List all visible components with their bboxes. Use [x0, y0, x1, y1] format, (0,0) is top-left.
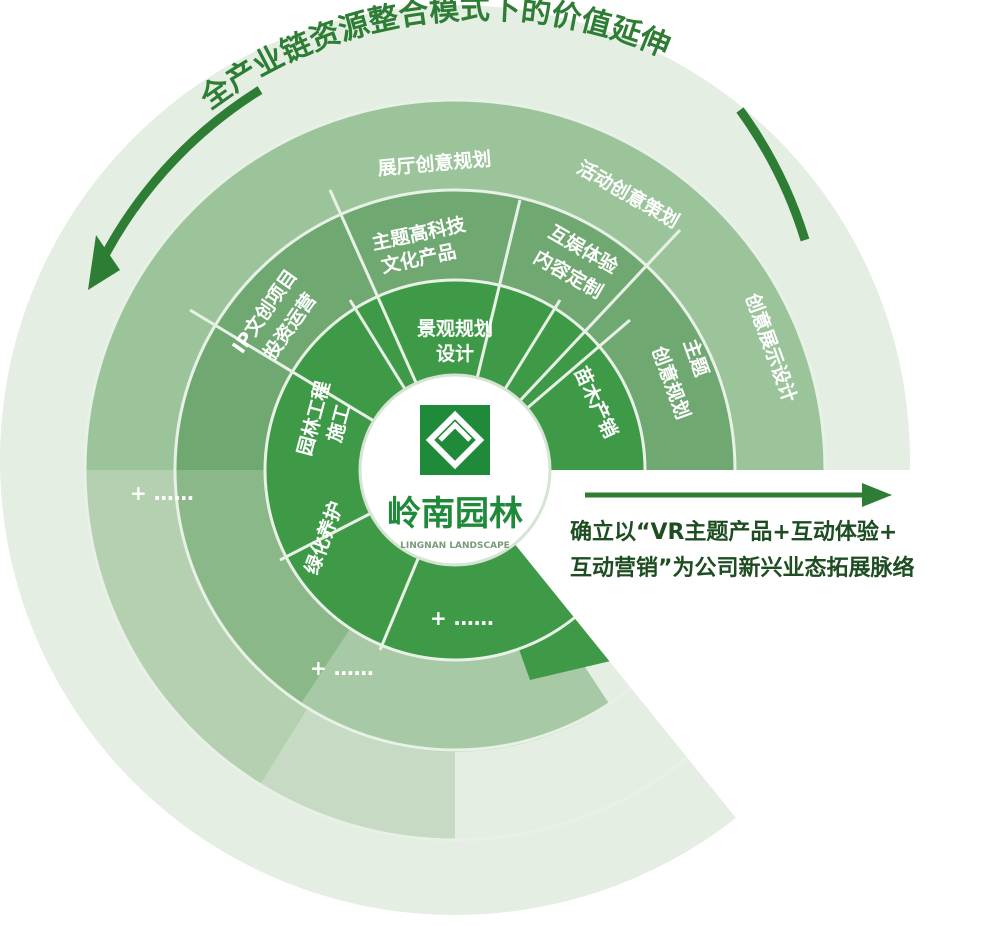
cutout-inner [545, 470, 737, 640]
arrow-left-arc [90, 86, 263, 277]
note-line-2: 互动营销”为公司新兴业态拓展脉络 [570, 556, 915, 581]
arrow-left-head-icon [88, 235, 120, 290]
label-landscape-1: 景观规划 [417, 317, 493, 340]
arrow-right-arc [736, 107, 810, 242]
plus-mark-1: + …… [130, 481, 194, 505]
logo-icon [420, 405, 490, 475]
label-landscape-2: 设计 [436, 343, 474, 365]
cutout-wedge [455, 470, 981, 922]
plus-mark-2: + …… [430, 606, 494, 630]
logo-subtext: LINGNAN LANDSCAPE [400, 541, 510, 551]
logo-text: 岭南园林 [387, 494, 523, 534]
note-line-1: 确立以“VR主题产品+互动体验+ [570, 520, 898, 545]
plus-mark-3: + …… [310, 656, 374, 680]
arrow-straight-head-icon [862, 483, 892, 507]
